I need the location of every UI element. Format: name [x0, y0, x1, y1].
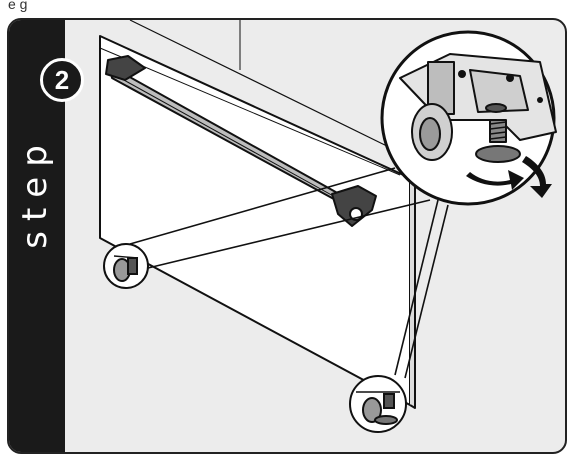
right-caster-circle	[349, 375, 407, 433]
zoom-detail-circle	[380, 30, 557, 206]
adjust-right-arrow-icon	[522, 156, 552, 198]
left-caster-circle	[103, 243, 149, 289]
door-handle	[105, 55, 377, 227]
partial-header-text: e g	[8, 0, 28, 12]
adjust-left-arrow-icon	[466, 170, 524, 190]
callout-lines	[129, 167, 449, 379]
step-number-badge: 2	[40, 58, 84, 102]
